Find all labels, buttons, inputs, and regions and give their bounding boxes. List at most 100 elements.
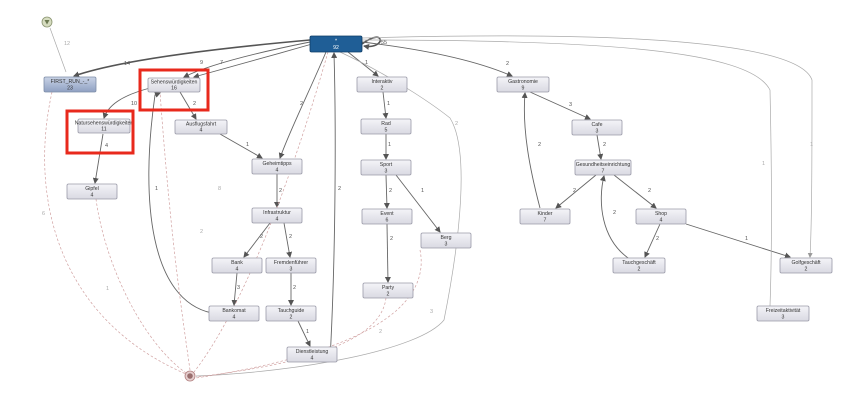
edge-frequency-label: 2 <box>293 285 296 291</box>
transition-edge <box>382 91 389 119</box>
transition-edge <box>613 174 657 209</box>
node-label: Gastronomie <box>508 79 538 85</box>
node-label: Golfgeschäft <box>791 260 821 266</box>
node-label: Rad <box>381 121 391 127</box>
edge-frequency-label: 1 <box>388 142 391 148</box>
edge-frequency-label: 2 <box>573 188 576 194</box>
transition-edge <box>49 27 67 73</box>
edge-frequency-label: 2 <box>279 188 282 194</box>
transition-edge <box>195 51 462 377</box>
edge-frequency-label: 2 <box>648 188 651 194</box>
edge-frequency-label: 2 <box>506 61 509 67</box>
transition-edge <box>195 297 387 378</box>
transition-edge <box>73 39 311 78</box>
edge-frequency-label: 14 <box>124 61 130 67</box>
edge-frequency-label: 1 <box>246 142 249 148</box>
transition-edge <box>384 223 391 283</box>
node-count: 7 <box>602 168 605 174</box>
edge-frequency-label: 1 <box>745 236 748 242</box>
node-label: Infrastruktur <box>263 210 291 216</box>
transition-edge <box>148 92 213 314</box>
edge-frequency-label: 2 <box>389 188 392 194</box>
edge-frequency-label: 3 <box>237 285 240 291</box>
node-label: Berg <box>441 235 452 241</box>
edge-frequency-label: 3 <box>569 102 572 108</box>
transition-edge <box>283 222 293 258</box>
node-count: 5 <box>385 127 388 133</box>
node-label: Bankomat <box>222 308 246 314</box>
node-label: Gesundheitseinrichtung <box>576 162 631 168</box>
node-count: 3 <box>782 314 785 320</box>
transition-edge <box>231 272 238 306</box>
transition-edge <box>159 91 191 371</box>
edge-frequency-label: 9 <box>200 60 203 66</box>
node-label: Interaktiv <box>371 79 392 85</box>
node-count: 2 <box>387 291 390 297</box>
transition-edge <box>243 222 271 258</box>
end-circle-icon <box>184 370 196 382</box>
transition-edge <box>44 91 187 375</box>
transition-edge <box>347 51 379 77</box>
node-label: Freizeitaktivität <box>766 308 801 314</box>
transition-edge <box>361 36 381 50</box>
node-count: 11 <box>101 126 106 132</box>
edge-frequency-label: 3 <box>430 309 433 315</box>
transition-edge <box>102 87 151 119</box>
node-root[interactable]: *92 <box>309 35 363 53</box>
edge-frequency-label: 10 <box>131 101 137 107</box>
edge-frequency-label: 55 <box>381 40 387 46</box>
node-count: 4 <box>660 217 663 223</box>
edge-frequency-label: 12 <box>64 41 70 47</box>
edge-frequency-label: 2 <box>338 186 341 192</box>
node-label: FIRST_RUN_-_* <box>51 79 90 85</box>
transition-edge <box>183 41 311 78</box>
edge-frequency-label: 1 <box>762 161 765 167</box>
node-label: Tauchguide <box>278 308 305 314</box>
node-count: 23 <box>67 85 73 91</box>
node-count: 3 <box>445 241 448 247</box>
edge-frequency-label: 2 <box>289 234 292 240</box>
node-count: 9 <box>522 85 525 91</box>
node-label: Cafe <box>592 122 603 128</box>
edge-frequency-label: 1 <box>421 188 424 194</box>
transition-edge <box>383 174 390 209</box>
node-first[interactable]: FIRST_RUN_-_*23 <box>43 76 97 93</box>
node-label: Gipfel <box>85 186 99 192</box>
edge-frequency-label: 2 <box>613 210 616 216</box>
edge-frequency-label: 2 <box>260 234 263 240</box>
node-count: 7 <box>544 217 547 223</box>
transition-edge <box>195 249 422 379</box>
node-label: Fremdenführer <box>274 260 309 266</box>
node-count: 2 <box>638 266 641 272</box>
transition-edge <box>644 223 661 258</box>
edge-frequency-label: 1 <box>810 142 813 148</box>
node-count: 92 <box>333 45 339 51</box>
transition-edge <box>599 175 632 261</box>
highlight-frame-sehens <box>138 68 210 112</box>
